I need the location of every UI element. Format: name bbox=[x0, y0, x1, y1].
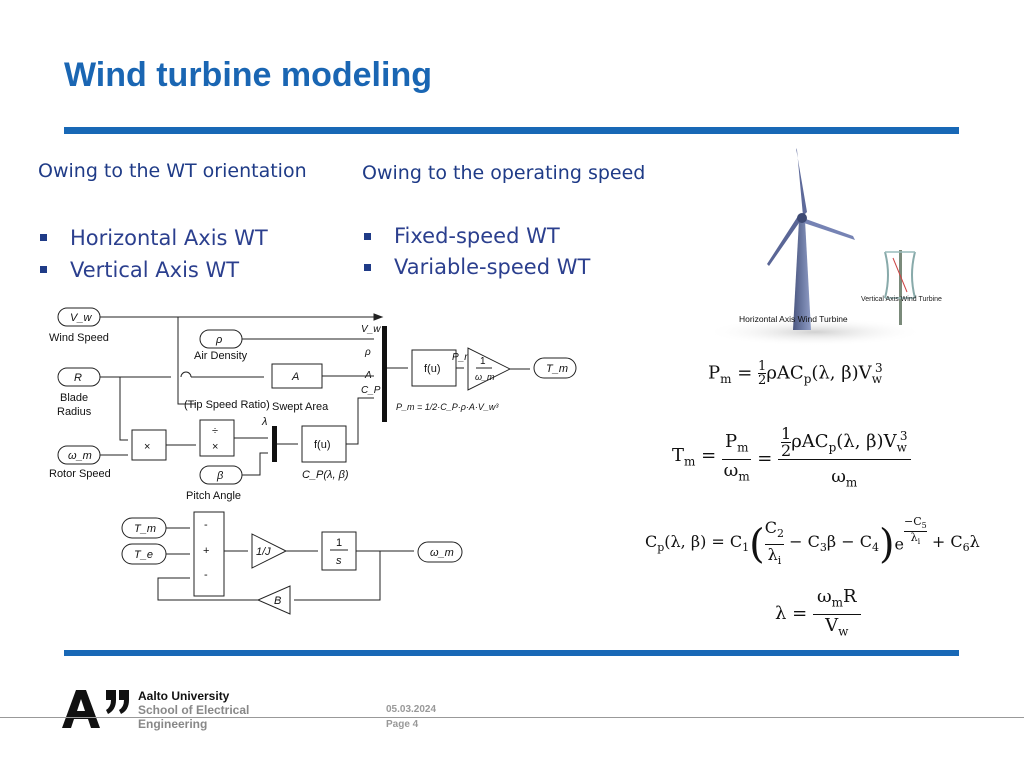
friction-gain-block bbox=[256, 585, 291, 615]
speed-list: Fixed-speed WT Variable-speed WT bbox=[362, 221, 590, 283]
list-item: Fixed-speed WT bbox=[362, 221, 590, 252]
cp-fu-label: f(u) bbox=[314, 439, 331, 451]
footer-date: 05.03.2024 bbox=[386, 704, 437, 715]
bullet-icon bbox=[40, 266, 47, 273]
swept-area-label: Swept Area bbox=[272, 401, 329, 413]
slide-title: Wind turbine modeling bbox=[64, 56, 432, 94]
air-density-label: Air Density bbox=[194, 350, 248, 362]
te-input-symbol: T_e bbox=[134, 549, 153, 561]
beta-symbol: β bbox=[216, 470, 224, 482]
sum-sign: - bbox=[204, 569, 208, 581]
pm-fu-label: f(u) bbox=[424, 363, 441, 375]
footer-school-line1: School of Electrical bbox=[138, 703, 250, 717]
mechanical-block-diagram: T_m T_e - + - 1/J 1 s ω_m B bbox=[121, 511, 463, 615]
bottom-rule bbox=[64, 650, 959, 656]
radius-label: Radius bbox=[57, 406, 92, 418]
aalto-logo bbox=[62, 690, 129, 728]
footer-university: Aalto University bbox=[138, 689, 230, 703]
output-port-tm bbox=[533, 357, 577, 379]
tm-output-symbol: T_m bbox=[546, 363, 568, 375]
left-column-heading: Owing to the WT orientation bbox=[38, 160, 307, 182]
pitch-angle-label: Pitch Angle bbox=[186, 490, 241, 502]
omega-output-symbol: ω_m bbox=[430, 547, 454, 559]
signal-lines bbox=[100, 313, 530, 476]
footer-line bbox=[0, 717, 1024, 718]
friction-label: B bbox=[274, 595, 281, 607]
vertical-turbine-label: Vertical Axis Wind Turbine bbox=[861, 296, 942, 303]
output-port-omega bbox=[417, 541, 463, 563]
mux-label: ρ bbox=[364, 347, 371, 358]
sum-sign: - bbox=[204, 519, 208, 531]
rho-symbol: ρ bbox=[215, 334, 222, 346]
gain-numerator: 1 bbox=[480, 356, 486, 367]
mux-label: V_w bbox=[361, 324, 381, 335]
inertia-label: 1/J bbox=[256, 546, 271, 558]
gain-denominator: ω_m bbox=[475, 372, 495, 382]
integrator-numerator: 1 bbox=[336, 537, 342, 549]
bullet-icon bbox=[364, 264, 371, 271]
top-rule bbox=[64, 127, 959, 134]
blade-label: Blade bbox=[60, 392, 88, 404]
tsr-label: (Tip Speed Ratio) bbox=[184, 399, 270, 411]
integrator-block bbox=[321, 531, 357, 571]
sum-block bbox=[193, 511, 225, 597]
rotor-speed-symbol: ω_m bbox=[68, 450, 92, 462]
list-item: Variable-speed WT bbox=[362, 252, 590, 283]
right-column-heading: Owing to the operating speed bbox=[362, 162, 646, 184]
radius-symbol: R bbox=[74, 372, 82, 384]
multiply-symbol: × bbox=[144, 441, 150, 453]
wind-speed-symbol: V_w bbox=[70, 312, 92, 324]
mux-bar-cp bbox=[272, 426, 277, 462]
orientation-list: Horizontal Axis WT Vertical Axis WT bbox=[38, 222, 268, 286]
wind-speed-label: Wind Speed bbox=[49, 332, 109, 344]
pm-function-block bbox=[411, 349, 457, 387]
multiply-symbol-2: × bbox=[212, 441, 218, 453]
gain-block bbox=[467, 347, 512, 391]
pm-label: P_m bbox=[452, 352, 473, 363]
bullet-icon bbox=[40, 234, 47, 241]
area-symbol: A bbox=[291, 371, 299, 383]
mux-label: C_P bbox=[361, 385, 381, 396]
tm-input-symbol: T_m bbox=[134, 523, 156, 535]
pm-formula: P_m = 1/2·C_P·ρ·A·V_w³ bbox=[396, 402, 499, 412]
footer-page-number: Page 4 bbox=[386, 719, 419, 730]
lambda-label: λ bbox=[261, 416, 267, 428]
rotor-speed-label: Rotor Speed bbox=[49, 468, 111, 480]
wind-turbine-image: Vertical Axis Wind Turbine Horizontal Ax… bbox=[715, 148, 942, 346]
horizontal-turbine-label: Horizontal Axis Wind Turbine bbox=[739, 314, 848, 324]
mux-bar-main bbox=[382, 326, 387, 422]
power-torque-block-diagram: V_w Wind Speed R Blade Radius ω_m Rotor … bbox=[49, 307, 577, 502]
bullet-icon bbox=[364, 233, 371, 240]
list-item: Horizontal Axis WT bbox=[38, 222, 268, 254]
signal-lines-2 bbox=[157, 527, 414, 601]
footer-school-line2: Engineering bbox=[138, 717, 208, 731]
inertia-gain-block bbox=[251, 533, 288, 569]
vertical-turbine-icon bbox=[884, 250, 916, 325]
list-item: Vertical Axis WT bbox=[38, 254, 268, 286]
divide-symbol: ÷ bbox=[212, 425, 218, 437]
sum-sign: + bbox=[203, 545, 209, 557]
cp-label: C_P(λ, β) bbox=[302, 469, 349, 481]
integrator-denominator: s bbox=[336, 555, 342, 567]
